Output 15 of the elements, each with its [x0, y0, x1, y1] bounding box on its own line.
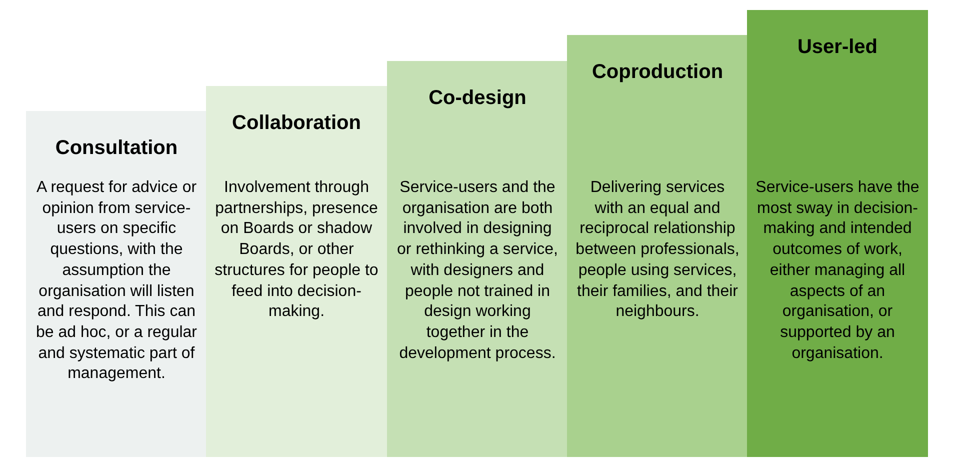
step-panel: [747, 10, 928, 457]
step-description: Service-users have the most sway in decision-making and intended outcomes of work, either managing all aspects of an organisation, or supported by an organisation.: [755, 178, 920, 364]
step-description: A request for advice or opinion from service-users on specific questions, with the assumption the organisation will listen and respond. This can be ad hoc, or a regular and systematic part of management.: [35, 178, 198, 384]
step-title: Co-design: [428, 87, 528, 110]
step-panel: [206, 86, 387, 457]
step-title: Collaboration: [231, 112, 362, 135]
step-title: User-led: [796, 36, 879, 59]
step-title: Consultation: [54, 137, 179, 160]
step-panel: [567, 35, 748, 457]
step-panel: [387, 61, 568, 457]
step-title: Coproduction: [590, 61, 724, 84]
step-description: Involvement through partnerships, presence on Boards or shadow Boards, or other structures for people to feed into decision-making.: [214, 178, 379, 322]
step-panel: [26, 111, 207, 457]
step-description: Delivering services with an equal and reciprocal relationship between professionals, people using services, their families, and their neighbours.: [575, 178, 740, 322]
step-description: Service-users and the organisation are both involved in designing or rethinking a service, with designers and people not trained in design working together in the development process.: [396, 178, 559, 364]
